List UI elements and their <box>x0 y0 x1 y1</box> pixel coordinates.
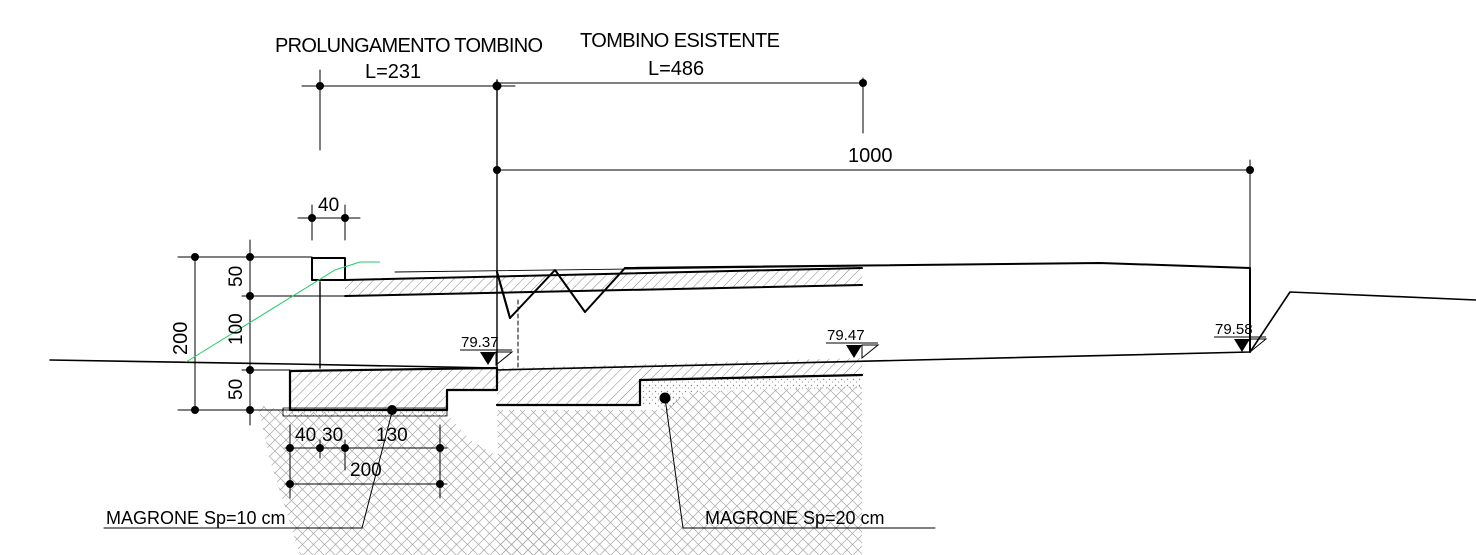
elevation-marker-3 <box>1234 338 1268 354</box>
ground-line-right <box>496 291 1476 371</box>
soil-hatch-left <box>258 405 560 555</box>
label-prolungamento: PROLUNGAMENTO TOMBINO <box>275 35 543 57</box>
headwall-cap <box>311 257 346 281</box>
top-slab-upper <box>344 267 863 281</box>
label-bottom-40: 40 <box>295 425 316 446</box>
label-bottom-200: 200 <box>350 460 382 481</box>
label-l231: L=231 <box>365 61 421 83</box>
ground-line-left <box>49 359 498 369</box>
elevation-marker-1 <box>480 351 514 367</box>
label-1000: 1000 <box>848 145 893 167</box>
elevation-marker-2 <box>846 344 880 360</box>
road-thin-line <box>394 265 863 273</box>
dimension-dots <box>191 79 1254 488</box>
label-elevation-1: 79.37 <box>461 334 499 351</box>
base-slab-hatch <box>290 368 497 410</box>
label-height-50-bottom: 50 <box>226 379 247 400</box>
label-bottom-30: 30 <box>322 425 343 446</box>
leader-magrone-right <box>664 397 936 529</box>
road-surface-top <box>624 262 1251 353</box>
label-elevation-3: 79.58 <box>1215 321 1253 338</box>
label-esistente: TOMBINO ESISTENTE <box>580 30 780 52</box>
label-height-100: 100 <box>226 313 247 345</box>
label-height-200: 200 <box>170 322 192 355</box>
leader-magrone-left <box>103 411 393 529</box>
label-40-top: 40 <box>318 195 339 216</box>
label-elevation-2: 79.47 <box>827 327 865 344</box>
label-height-50-top: 50 <box>226 266 247 287</box>
slab-hatch-top <box>345 268 862 296</box>
label-magrone-right: MAGRONE Sp=20 cm <box>705 508 885 528</box>
existing-base-outline <box>495 373 864 407</box>
break-line-short <box>496 271 511 319</box>
magrone-right-layer <box>640 375 862 412</box>
label-magrone-left: MAGRONE Sp=10 cm <box>106 508 286 528</box>
soil-hatch-right <box>497 386 862 555</box>
label-l486: L=486 <box>648 58 704 80</box>
embankment-slope <box>185 261 380 363</box>
label-bottom-130: 130 <box>376 425 408 446</box>
existing-base-hatch <box>497 358 862 405</box>
